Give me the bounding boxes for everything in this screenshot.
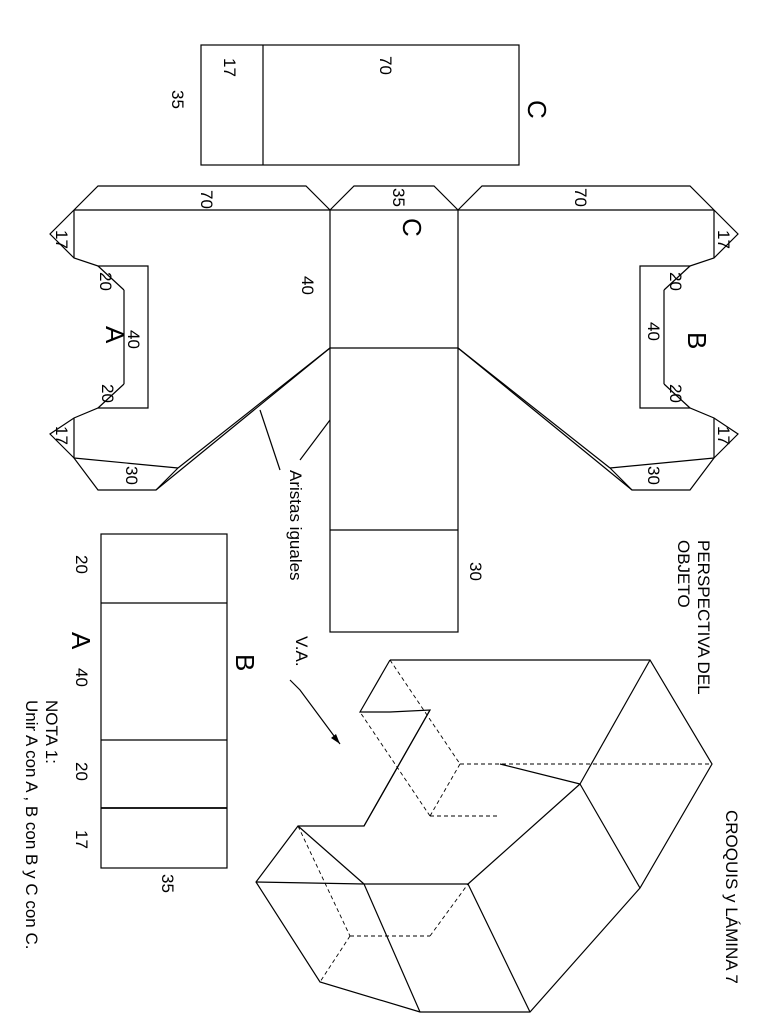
perspective-label-line2: OBJETO (674, 540, 693, 608)
dim-net-right-17-bottom: 17 (714, 426, 733, 445)
dim-net-left-30: 30 (122, 466, 141, 485)
dim-strip-40: 40 (72, 668, 91, 687)
dim-c-height: 35 (168, 90, 187, 109)
letter-c-top: C (522, 100, 552, 119)
dim-strip-20-bottom: 20 (72, 762, 91, 781)
note-heading: NOTA 1: (42, 700, 61, 764)
letter-a-strip: A (66, 632, 96, 650)
dim-net-left-17-bottom: 17 (52, 426, 71, 445)
note-text: Unir A con A , B con B y C con C. (22, 700, 41, 949)
dim-net-right-70: 70 (571, 188, 590, 207)
dim-net-left-70: 70 (197, 190, 216, 209)
dim-strip-17: 17 (72, 830, 91, 849)
letter-b-strip: B (230, 654, 260, 671)
dim-net-center-30: 30 (466, 562, 485, 581)
face-ab-strip (100, 533, 228, 869)
view-arrow-label: V.A. (292, 636, 311, 667)
dim-c-width: 70 (376, 56, 395, 75)
net-outline (49, 185, 739, 633)
dim-c-tab: 17 (220, 58, 239, 77)
dim-strip-35: 35 (158, 874, 177, 893)
sheet-title: CROQUIS y LÁMINA 7 (722, 810, 741, 984)
dim-net-left-20-bottom: 20 (98, 384, 117, 403)
dim-net-center-40: 40 (298, 276, 317, 295)
letter-b-net: B (682, 332, 712, 349)
dim-net-right-30: 30 (644, 466, 663, 485)
face-c-rectangle (200, 44, 520, 166)
letter-c-net: C (397, 218, 427, 237)
dim-net-right-20-bottom: 20 (666, 384, 685, 403)
dim-net-center-35: 35 (389, 188, 408, 207)
view-arrow (289, 679, 341, 745)
dim-net-left-20-top: 20 (96, 272, 115, 291)
dim-net-right-20-top: 20 (666, 272, 685, 291)
perspective-label-line1: PERSPECTIVA DEL (694, 540, 713, 695)
equal-edges-label: Aristas iguales (286, 470, 305, 581)
letter-a-net: A (100, 326, 130, 344)
dim-net-left-40: 40 (124, 330, 143, 349)
dim-net-left-17-top: 17 (52, 230, 71, 249)
dim-strip-20-top: 20 (72, 555, 91, 574)
dim-net-right-17-top: 17 (714, 230, 733, 249)
dim-net-right-40: 40 (644, 322, 663, 341)
object-perspective (255, 659, 713, 1013)
